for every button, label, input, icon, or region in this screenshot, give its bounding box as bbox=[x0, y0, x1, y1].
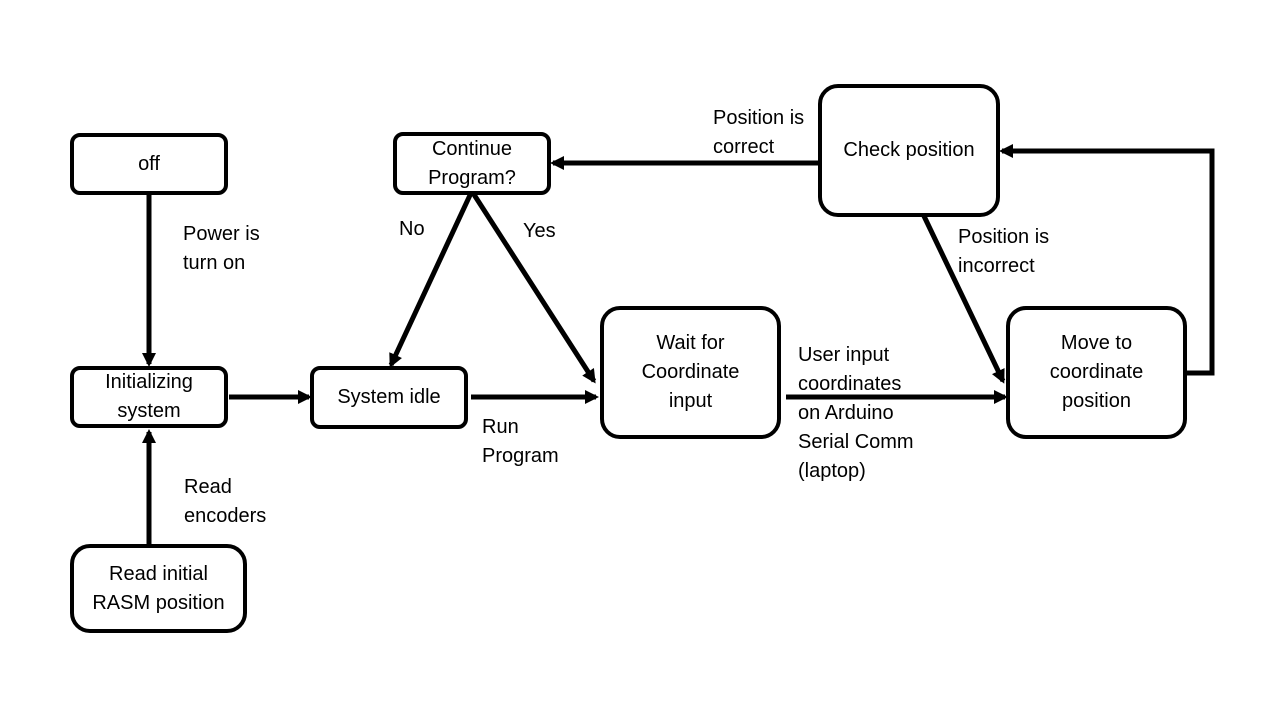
node-move-to-coordinate-position: Move to coordinate position bbox=[1006, 306, 1187, 439]
node-off: off bbox=[70, 133, 228, 195]
node-initializing-system: Initializing system bbox=[70, 366, 228, 428]
arrow-check-to-move bbox=[920, 212, 1006, 384]
arrow-continue-yes-to-wait bbox=[470, 191, 597, 384]
label-run-program: Run Program bbox=[482, 416, 559, 467]
label-yes: Yes bbox=[523, 220, 556, 242]
node-read-initial-position: Read initial RASM position bbox=[70, 544, 247, 633]
label-position-is-correct: Position is correct bbox=[713, 107, 805, 158]
label-position-is-incorrect: Position is incorrect bbox=[958, 226, 1050, 277]
label-no: No bbox=[399, 218, 425, 240]
node-continue-program: Continue Program? bbox=[393, 132, 551, 195]
label-power-is-turn-on: Power is turn on bbox=[183, 223, 260, 274]
arrow-continue-no-to-idle bbox=[388, 191, 474, 368]
arrow-move-to-check bbox=[999, 144, 1215, 376]
node-system-idle: System idle bbox=[310, 366, 468, 429]
node-wait-for-coordinate-input: Wait for Coordinate input bbox=[600, 306, 781, 439]
node-check-position: Check position bbox=[818, 84, 1000, 217]
label-read-encoders: Read encoders bbox=[184, 476, 267, 527]
label-user-input-coordinates: User input coordinates on Arduino Serial… bbox=[798, 344, 914, 482]
